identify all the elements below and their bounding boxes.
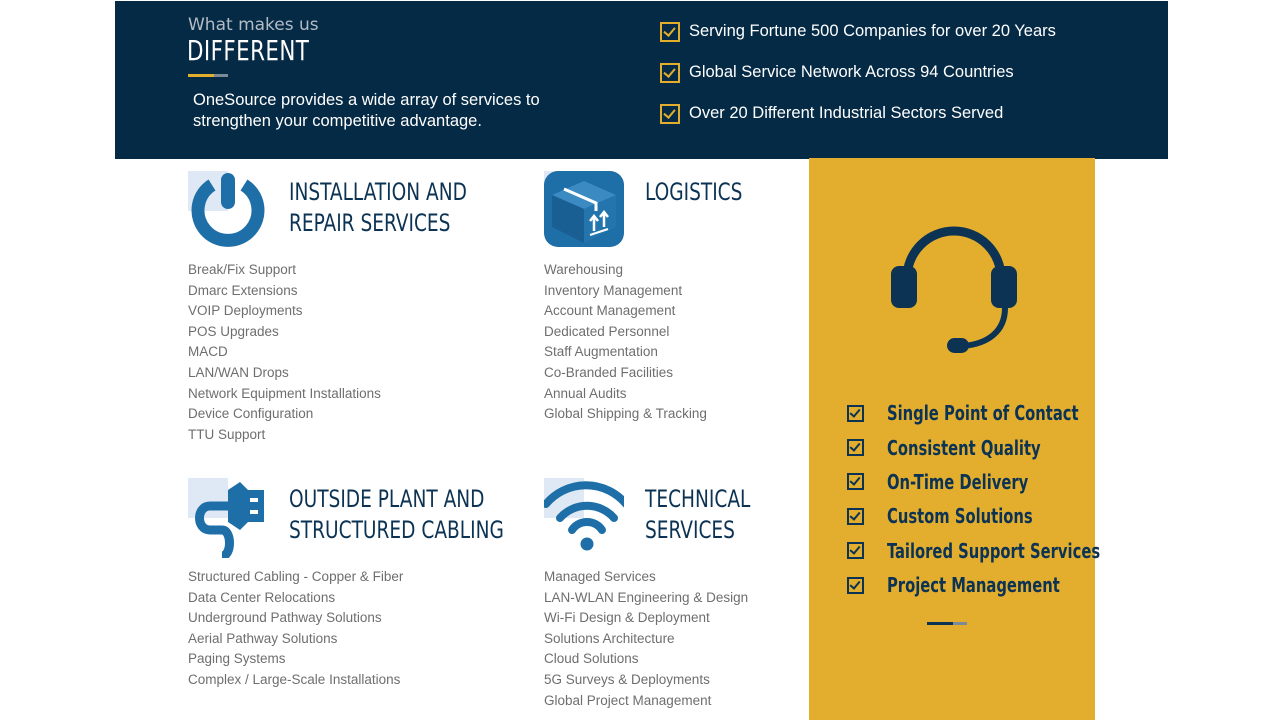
list-item: Solutions Architecture <box>544 630 675 646</box>
checkbox-icon <box>847 473 864 491</box>
list-item: Annual Audits <box>544 385 627 401</box>
list-item: Dedicated Personnel <box>544 323 670 339</box>
side-panel: Single Point of Contact Consistent Quali… <box>809 158 1100 720</box>
cable-icon <box>188 478 264 558</box>
list-item: Aerial Pathway Solutions <box>188 630 338 646</box>
service-title-line: STRUCTURED CABLING <box>289 516 504 544</box>
list-item: Cloud Solutions <box>544 651 639 667</box>
list-item: LAN-WLAN Engineering & Design <box>544 589 749 605</box>
list-item: 5G Surveys & Deployments <box>544 671 710 687</box>
checkbox-icon <box>660 21 680 42</box>
checkbox-icon <box>847 542 864 560</box>
banner-check-item: Serving Fortune 500 Companies for over 2… <box>660 11 1056 52</box>
service-title: OUTSIDE PLANT AND STRUCTURED CABLING <box>289 484 504 546</box>
list-item: Wi-Fi Design & Deployment <box>544 610 710 626</box>
list-item: Network Equipment Installations <box>188 385 381 401</box>
side-feature-text: Project Management <box>887 573 1060 598</box>
service-title-line: INSTALLATION AND <box>289 178 467 206</box>
box-icon <box>544 171 624 247</box>
list-item: Inventory Management <box>544 282 683 298</box>
list-item: LAN/WAN Drops <box>188 364 289 380</box>
side-feature-text: Tailored Support Services <box>887 538 1101 563</box>
side-feature-item: Single Point of Contact <box>847 396 1147 430</box>
checkbox-icon <box>660 103 680 124</box>
list-item: Co-Branded Facilities <box>544 364 674 380</box>
service-list: Managed Services LAN-WLAN Engineering & … <box>544 567 748 711</box>
banner-check-list: Serving Fortune 500 Companies for over 2… <box>660 11 1056 134</box>
checkbox-icon <box>847 576 864 594</box>
side-feature-text: Single Point of Contact <box>887 401 1079 426</box>
banner-check-item: Global Service Network Across 94 Countri… <box>660 52 1056 93</box>
list-item: Underground Pathway Solutions <box>188 610 382 626</box>
list-item: Paging Systems <box>188 651 286 667</box>
banner-check-item: Over 20 Different Industrial Sectors Ser… <box>660 93 1056 134</box>
list-item: Break/Fix Support <box>188 262 297 277</box>
banner-check-text: Serving Fortune 500 Companies for over 2… <box>689 22 1056 40</box>
checkbox-icon <box>847 439 864 457</box>
side-feature-item: Consistent Quality <box>847 430 1147 464</box>
side-feature-text: On-Time Delivery <box>887 469 1029 494</box>
checkbox-icon <box>660 62 680 83</box>
list-item: VOIP Deployments <box>188 303 303 319</box>
power-icon <box>188 171 265 247</box>
top-banner: What makes us DIFFERENT OneSource provid… <box>115 1 1168 159</box>
list-item: Structured Cabling - Copper & Fiber <box>188 569 404 584</box>
service-list: Warehousing Inventory Management Account… <box>544 260 707 425</box>
service-title-line: SERVICES <box>645 516 735 544</box>
list-item: Managed Services <box>544 569 656 584</box>
service-title: TECHNICAL SERVICES <box>645 484 750 546</box>
checkbox-icon <box>847 507 864 525</box>
service-title-line: OUTSIDE PLANT AND <box>289 485 485 513</box>
banner-intro: OneSource provides a wide array of servi… <box>193 91 540 130</box>
list-item: Complex / Large-Scale Installations <box>188 671 401 687</box>
wifi-icon <box>544 478 624 551</box>
banner-check-text: Over 20 Different Industrial Sectors Ser… <box>689 104 1004 122</box>
banner-check-text: Global Service Network Across 94 Countri… <box>689 63 1014 81</box>
service-title-line: TECHNICAL <box>645 485 751 513</box>
side-feature-item: Custom Solutions <box>847 499 1147 533</box>
side-feature-item: Project Management <box>847 568 1147 602</box>
list-item: Warehousing <box>544 262 624 277</box>
service-title-line: LOGISTICS <box>645 178 743 206</box>
side-feature-item: Tailored Support Services <box>847 534 1147 568</box>
side-feature-text: Custom Solutions <box>887 504 1033 529</box>
list-item: Data Center Relocations <box>188 589 336 605</box>
list-item: Device Configuration <box>188 406 314 422</box>
service-list: Break/Fix Support Dmarc Extensions VOIP … <box>188 260 381 445</box>
service-list: Structured Cabling - Copper & Fiber Data… <box>188 567 403 691</box>
list-item: Global Project Management <box>544 692 712 708</box>
banner-eyebrow: What makes us <box>188 15 319 35</box>
service-title-line: REPAIR SERVICES <box>289 209 451 237</box>
banner-title-underline <box>188 74 228 77</box>
list-item: Account Management <box>544 303 676 319</box>
list-item: MACD <box>188 344 228 360</box>
list-item: Global Shipping & Tracking <box>544 406 707 422</box>
list-item: Dmarc Extensions <box>188 282 298 298</box>
list-item: Staff Augmentation <box>544 344 658 360</box>
banner-headline: DIFFERENT <box>187 34 310 67</box>
checkbox-icon <box>847 404 864 422</box>
headset-icon <box>891 226 1017 353</box>
service-title: LOGISTICS <box>645 177 742 208</box>
side-panel-underline <box>927 622 967 625</box>
side-feature-text: Consistent Quality <box>887 435 1041 460</box>
list-item: TTU Support <box>188 426 266 442</box>
list-item: POS Upgrades <box>188 323 279 339</box>
service-title: INSTALLATION AND REPAIR SERVICES <box>289 177 467 239</box>
side-feature-item: On-Time Delivery <box>847 465 1147 499</box>
side-feature-list: Single Point of Contact Consistent Quali… <box>847 396 1147 602</box>
